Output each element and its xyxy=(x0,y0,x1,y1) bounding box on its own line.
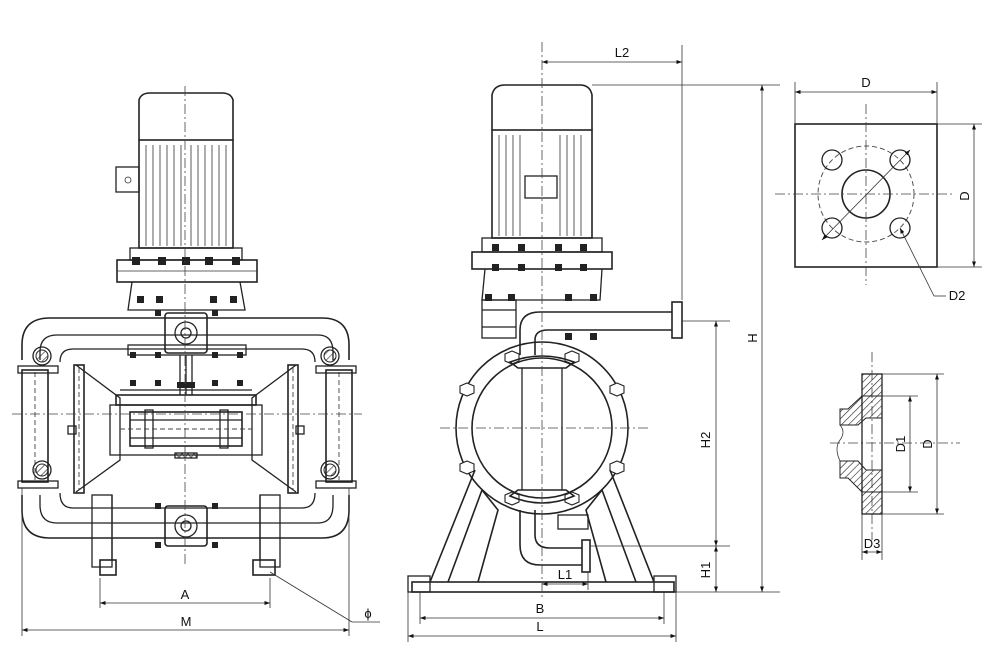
dim-label-d-side: D xyxy=(957,191,972,200)
dim-label-l: L xyxy=(536,619,543,634)
dim-D-side: D xyxy=(937,123,982,268)
dim-A: A xyxy=(99,578,271,608)
front-motor xyxy=(115,92,258,311)
front-view: A M ϕ xyxy=(12,86,380,636)
flange-top-view: D D D2 xyxy=(775,75,982,303)
dim-M: M xyxy=(21,488,350,636)
dim-label-d3: D3 xyxy=(864,536,881,551)
dim-label-phi: ϕ xyxy=(364,606,371,621)
front-pump-body xyxy=(67,355,305,494)
dim-phi: ϕ xyxy=(269,571,380,623)
dim-H2: H2 xyxy=(590,320,730,547)
dim-label-d-flange: D xyxy=(920,439,935,448)
front-legs xyxy=(91,494,281,576)
dim-label-a: A xyxy=(181,587,190,602)
front-manifold xyxy=(17,310,357,548)
dim-label-b: B xyxy=(536,601,545,616)
side-motor xyxy=(471,84,613,340)
dim-D1: D1 xyxy=(882,395,918,493)
dim-L1: L1 xyxy=(542,567,589,590)
dim-H: H xyxy=(592,84,780,593)
dim-label-h: H xyxy=(745,333,760,342)
dim-B: B xyxy=(419,592,665,624)
dim-D-flange: D xyxy=(882,373,944,515)
dim-L: L xyxy=(407,592,677,642)
dim-label-h2: H2 xyxy=(698,432,713,449)
dim-label-d1: D1 xyxy=(893,436,908,453)
flange-section-view: D1 D D3 xyxy=(830,352,960,560)
side-outlet xyxy=(519,301,683,355)
side-view: L2 H H2 H1 L1 B xyxy=(407,42,780,642)
dim-D3: D3 xyxy=(861,514,883,560)
dim-label-l1: L1 xyxy=(558,567,572,582)
dim-D2: D2 xyxy=(899,227,966,303)
dim-label-d-top: D xyxy=(861,75,870,90)
dim-label-h1: H1 xyxy=(698,562,713,579)
dim-label-m: M xyxy=(181,614,192,629)
dim-D-top: D xyxy=(794,75,938,124)
dim-label-l2: L2 xyxy=(615,45,629,60)
dim-H1: H1 xyxy=(698,546,718,592)
dim-label-d2: D2 xyxy=(949,288,966,303)
dim-L2: L2 xyxy=(542,45,683,300)
side-inlet xyxy=(519,510,591,573)
